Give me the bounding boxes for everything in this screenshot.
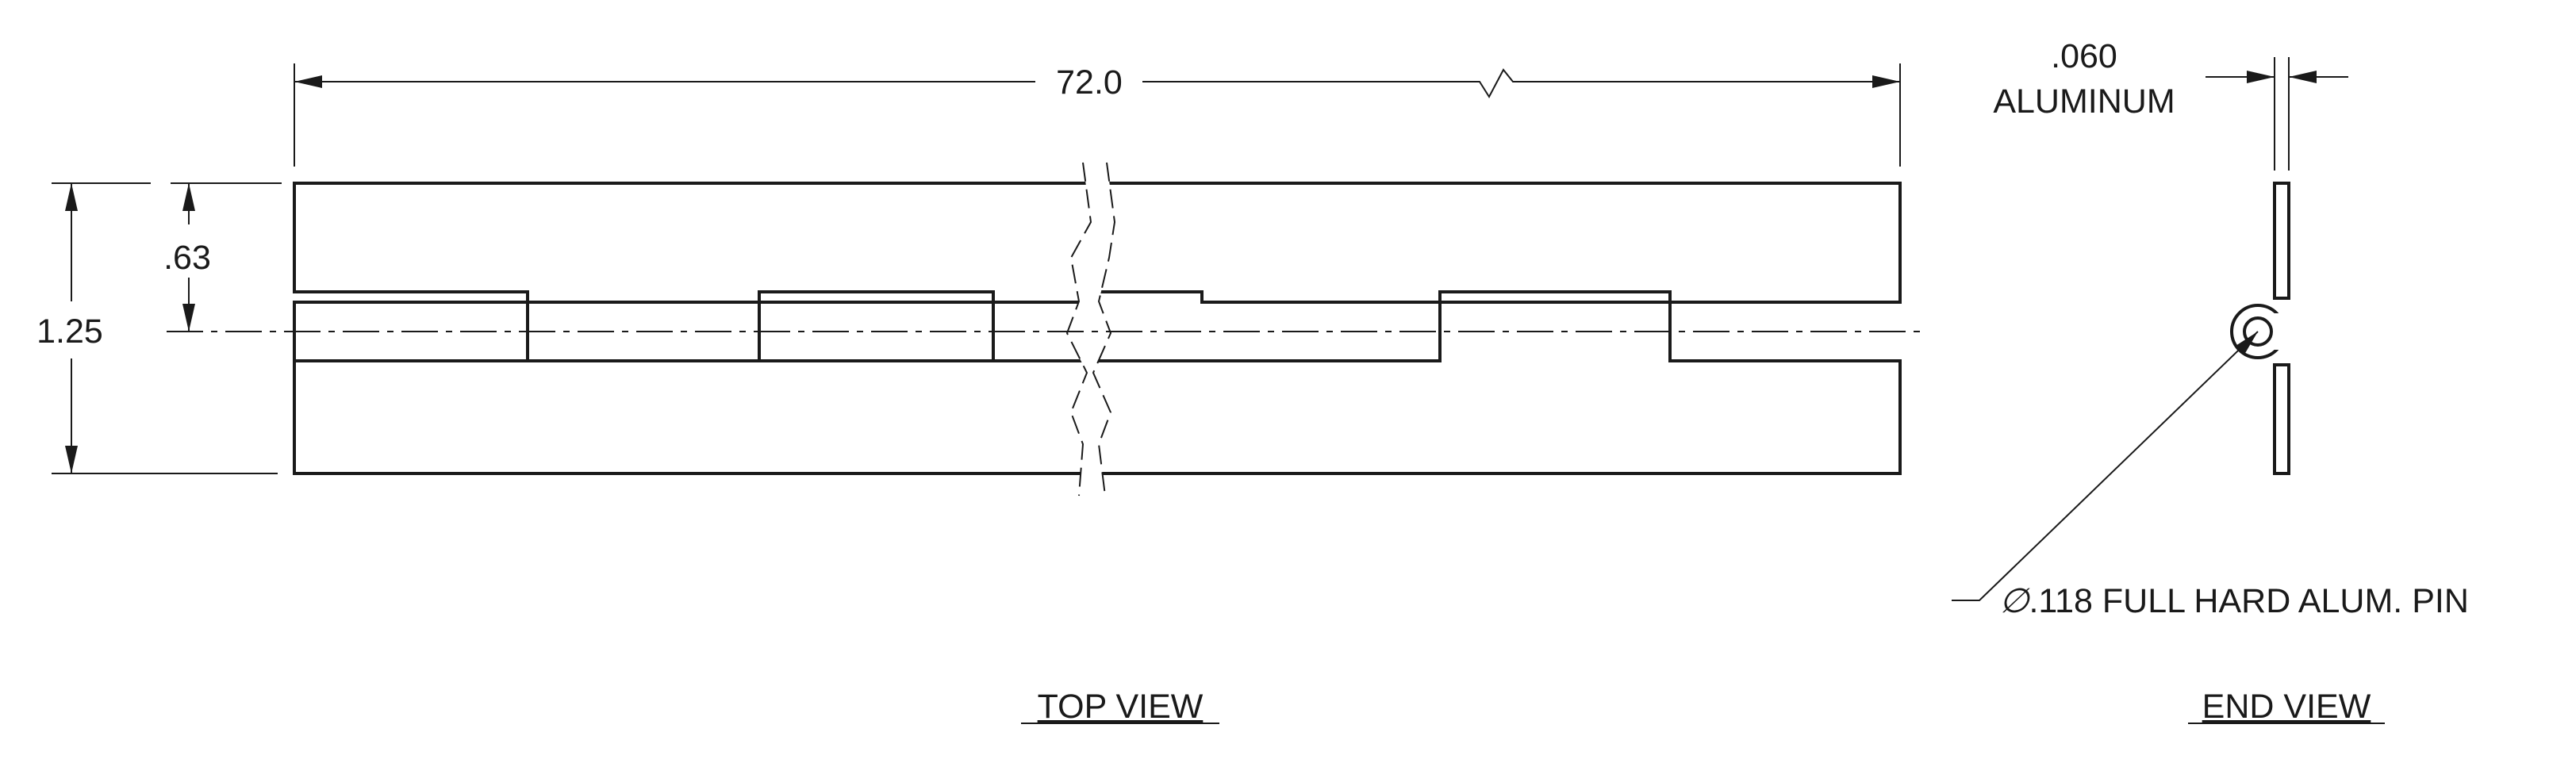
arrowhead	[182, 304, 195, 332]
overall-length-label: 72.0	[1056, 63, 1123, 102]
end-view-title: END VIEW	[2202, 688, 2371, 726]
overall-width-label: 1.25	[36, 312, 103, 351]
top-view-title: TOP VIEW	[1038, 688, 1204, 726]
material-label: ALUMINUM	[1993, 82, 2175, 121]
half-width-dimension: .63	[163, 182, 282, 332]
thickness-dimension: .060 ALUMINUM	[1993, 37, 2348, 171]
arrowhead	[294, 75, 322, 88]
arrowhead	[2247, 71, 2275, 83]
pin-spec: .118 FULL HARD ALUM. PIN	[2029, 582, 2468, 620]
pin-callout: ∅.118 FULL HARD ALUM. PIN	[1952, 331, 2469, 620]
leader-arrowhead	[2236, 332, 2258, 355]
end-view	[2230, 182, 2290, 475]
arrowhead	[2289, 71, 2317, 83]
dimension-line-break	[1142, 68, 1900, 98]
arrowhead	[65, 446, 78, 473]
view-titles: TOP VIEW END VIEW	[1021, 688, 2385, 726]
lower-leaf-outline	[293, 301, 1902, 475]
pin-callout-label: ∅.118 FULL HARD ALUM. PIN	[1999, 582, 2469, 620]
arrowhead	[182, 183, 195, 211]
thickness-label: .060	[2051, 37, 2117, 75]
leader-line	[1952, 331, 2259, 601]
arrowhead	[1872, 75, 1900, 88]
top-view	[167, 162, 1924, 496]
overall-width-dimension: 1.25	[36, 182, 278, 474]
half-width-label: .63	[163, 239, 211, 277]
leaf-section-lower	[2273, 363, 2290, 475]
leaf-section-upper	[2273, 182, 2290, 300]
knuckle-mask	[2274, 313, 2290, 350]
arrowhead	[65, 183, 78, 211]
pin-circle	[2243, 316, 2273, 347]
diameter-symbol: ∅	[1999, 582, 2030, 620]
break-line-left	[1065, 162, 1092, 496]
break-gap	[1067, 163, 1115, 496]
overall-length-dimension: 72.0	[294, 63, 1901, 167]
break-line-right	[1092, 162, 1116, 496]
